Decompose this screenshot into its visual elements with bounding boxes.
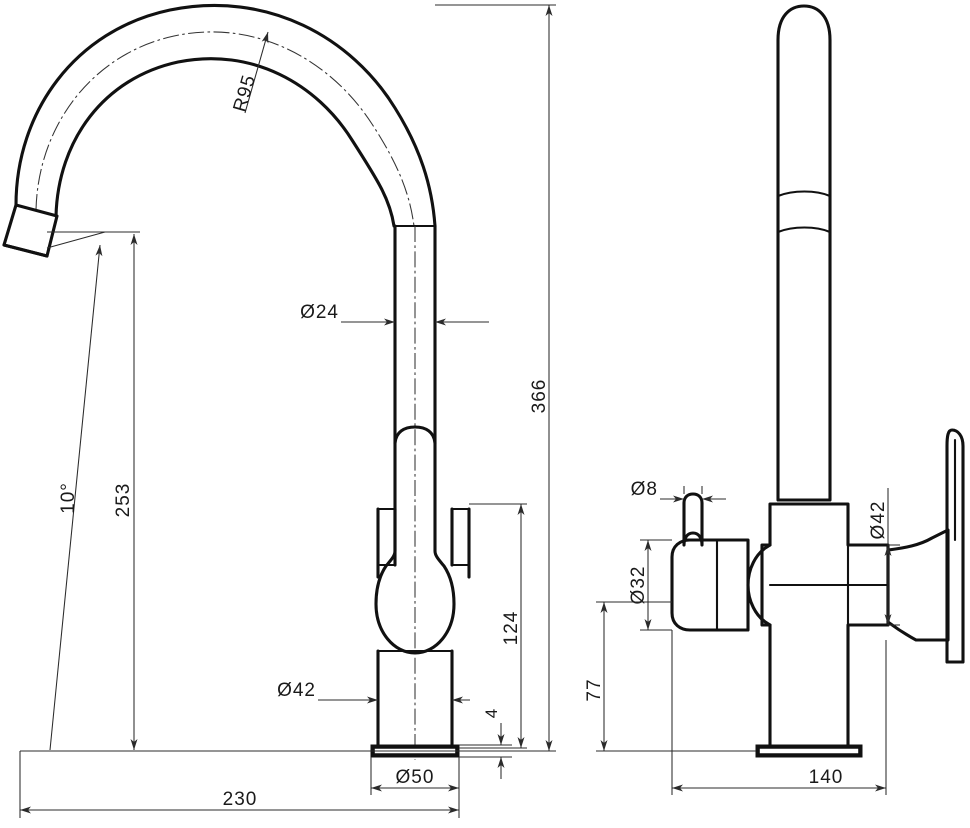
dimension-label-d24: Ø24	[300, 302, 339, 323]
dimension-d42-front: Ø42	[277, 680, 470, 704]
dimension-label-4: 4	[482, 708, 501, 718]
side-view-geometry	[670, 4, 965, 758]
dimension-label-253: 253	[113, 483, 134, 518]
dimension-d32: Ø32	[628, 539, 672, 631]
dimension-d42-side: Ø42	[868, 488, 900, 626]
dimension-label-d42-side: Ø42	[868, 501, 889, 540]
dimension-77: 77	[584, 601, 756, 752]
riser-tube	[393, 224, 437, 760]
dimension-253: 253	[20, 231, 556, 752]
dimension-label-d32: Ø32	[628, 566, 649, 605]
spout-outlet-aerator	[2, 203, 59, 258]
side-body-cheek	[746, 543, 772, 627]
dimension-230: 230	[19, 751, 460, 818]
dimension-d50: Ø50	[370, 757, 460, 795]
faucet-body	[374, 425, 471, 747]
side-body-block	[760, 502, 890, 750]
side-view-dimensions: Ø8 Ø32 Ø42 77 140	[584, 479, 900, 795]
side-handle-hub	[670, 492, 750, 632]
dimension-label-10deg: 10°	[58, 482, 79, 514]
dimension-label-124: 124	[501, 611, 522, 646]
dimension-label-77: 77	[584, 678, 605, 701]
spout-goosenek-arc	[14, 3, 437, 228]
front-view-dimensions: R95 Ø24 366 253 10°	[19, 4, 556, 818]
side-spout-tube	[776, 4, 832, 502]
dimension-d24: Ø24	[300, 302, 489, 326]
dimension-r95: R95	[230, 31, 269, 114]
dimension-d8: Ø8	[631, 479, 726, 503]
dimension-label-d50: Ø50	[396, 767, 435, 788]
dimension-label-230: 230	[223, 789, 258, 810]
dimension-label-d8: Ø8	[631, 479, 658, 500]
dimension-4: 4	[459, 708, 512, 779]
dimension-label-d42-front: Ø42	[277, 680, 316, 701]
dimension-label-r95: R95	[230, 72, 261, 114]
dimension-124: 124	[459, 503, 527, 749]
dimension-label-140: 140	[809, 767, 844, 788]
dimension-140: 140	[671, 630, 887, 795]
dimension-10deg: 10°	[46, 231, 106, 751]
side-lever-handle	[886, 428, 965, 664]
dimension-366: 366	[435, 4, 556, 752]
dimension-label-366: 366	[529, 379, 550, 414]
side-base-flange	[755, 744, 863, 758]
front-view-geometry	[2, 3, 471, 760]
